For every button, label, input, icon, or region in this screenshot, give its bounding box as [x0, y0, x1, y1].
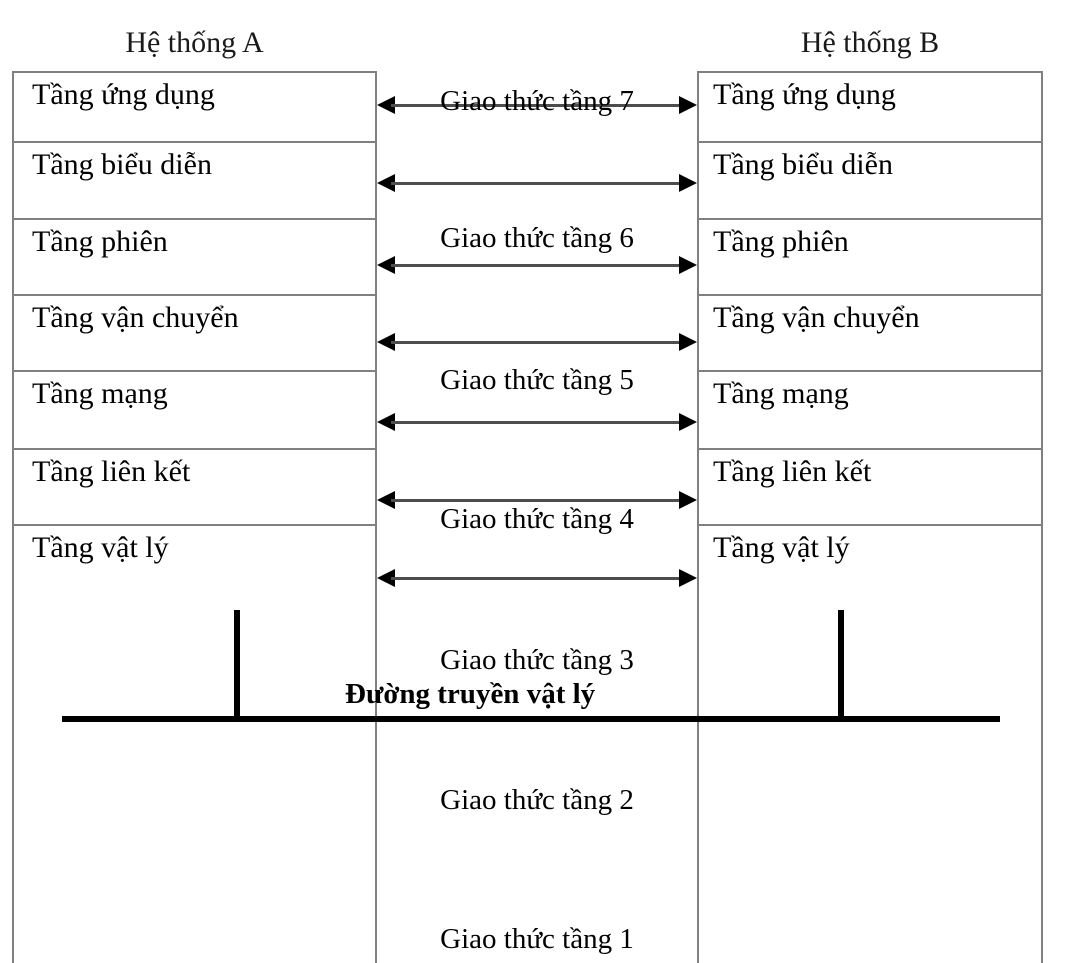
layer-label: Tầng vật lý — [713, 531, 850, 564]
layer-row: Tầng liên kết — [699, 450, 1041, 526]
arrow-shaft — [391, 499, 683, 502]
protocol-arrow — [377, 331, 697, 353]
layer-row: Tầng liên kết — [14, 450, 375, 526]
protocol-arrow — [377, 172, 697, 194]
protocol-label: Giao thức tầng 2 — [440, 784, 634, 816]
layer-label: Tầng mạng — [713, 377, 849, 410]
protocol-label: Giao thức tầng 5 — [440, 364, 634, 396]
arrow-head-left — [377, 491, 395, 509]
protocol-label: Giao thức tầng 1 — [440, 923, 634, 955]
layer-row: Tầng phiên — [699, 220, 1041, 296]
layer-row: Tầng biểu diễn — [14, 143, 375, 220]
arrow-head-right — [679, 174, 697, 192]
arrow-head-right — [679, 413, 697, 431]
arrow-head-right — [679, 96, 697, 114]
arrow-head-right — [679, 256, 697, 274]
physical-medium-label: Đường truyền vật lý — [345, 678, 596, 710]
layer-row: Tầng phiên — [14, 220, 375, 296]
protocol-arrow — [377, 411, 697, 433]
arrow-head-right — [679, 491, 697, 509]
layer-label: Tầng mạng — [32, 377, 168, 410]
physical-medium-connector-a — [234, 610, 240, 718]
physical-medium-connector-b — [838, 610, 844, 718]
layer-label: Tầng biểu diễn — [713, 148, 893, 181]
protocol-arrow — [377, 94, 697, 116]
arrow-shaft — [391, 421, 683, 424]
arrow-head-left — [377, 174, 395, 192]
layer-row: Tầng ứng dụng — [14, 73, 375, 143]
protocol-label: Giao thức tầng 4 — [440, 503, 634, 535]
layer-row: Tầng vận chuyển — [699, 296, 1041, 372]
protocol-label: Giao thức tầng 3 — [440, 644, 634, 676]
layer-label: Tầng vận chuyển — [32, 301, 239, 334]
layer-row: Tầng biểu diễn — [699, 143, 1041, 220]
layer-label: Tầng vật lý — [32, 531, 169, 564]
arrow-shaft — [391, 577, 683, 580]
layer-label: Tầng phiên — [713, 225, 849, 258]
layer-label: Tầng liên kết — [713, 455, 872, 488]
arrow-shaft — [391, 104, 683, 107]
protocol-arrow — [377, 489, 697, 511]
layer-row: Tầng vật lý — [699, 526, 1041, 963]
layer-row: Tầng ứng dụng — [699, 73, 1041, 143]
arrow-head-right — [679, 569, 697, 587]
arrow-head-left — [377, 413, 395, 431]
arrow-head-left — [377, 569, 395, 587]
protocol-arrow — [377, 567, 697, 589]
layer-label: Tầng biểu diễn — [32, 148, 212, 181]
arrow-head-left — [377, 96, 395, 114]
protocol-label: Giao thức tầng 7 — [440, 85, 634, 117]
arrow-head-right — [679, 333, 697, 351]
layer-label: Tầng vận chuyển — [713, 301, 920, 334]
system-a-title: Hệ thống A — [125, 26, 264, 59]
protocol-arrow — [377, 254, 697, 276]
layer-row: Tầng vận chuyển — [14, 296, 375, 372]
system-b-title: Hệ thống B — [800, 26, 940, 59]
layer-row: Tầng mạng — [699, 372, 1041, 450]
layer-label: Tầng phiên — [32, 225, 168, 258]
layer-row: Tầng vật lý — [14, 526, 375, 963]
physical-medium-line — [62, 716, 1000, 722]
arrow-shaft — [391, 182, 683, 185]
layer-label: Tầng liên kết — [32, 455, 191, 488]
arrow-head-left — [377, 256, 395, 274]
arrow-shaft — [391, 264, 683, 267]
layer-row: Tầng mạng — [14, 372, 375, 450]
layer-label: Tầng ứng dụng — [32, 78, 215, 111]
arrow-shaft — [391, 341, 683, 344]
protocol-label: Giao thức tầng 6 — [440, 222, 634, 254]
layer-label: Tầng ứng dụng — [713, 78, 896, 111]
arrow-head-left — [377, 333, 395, 351]
